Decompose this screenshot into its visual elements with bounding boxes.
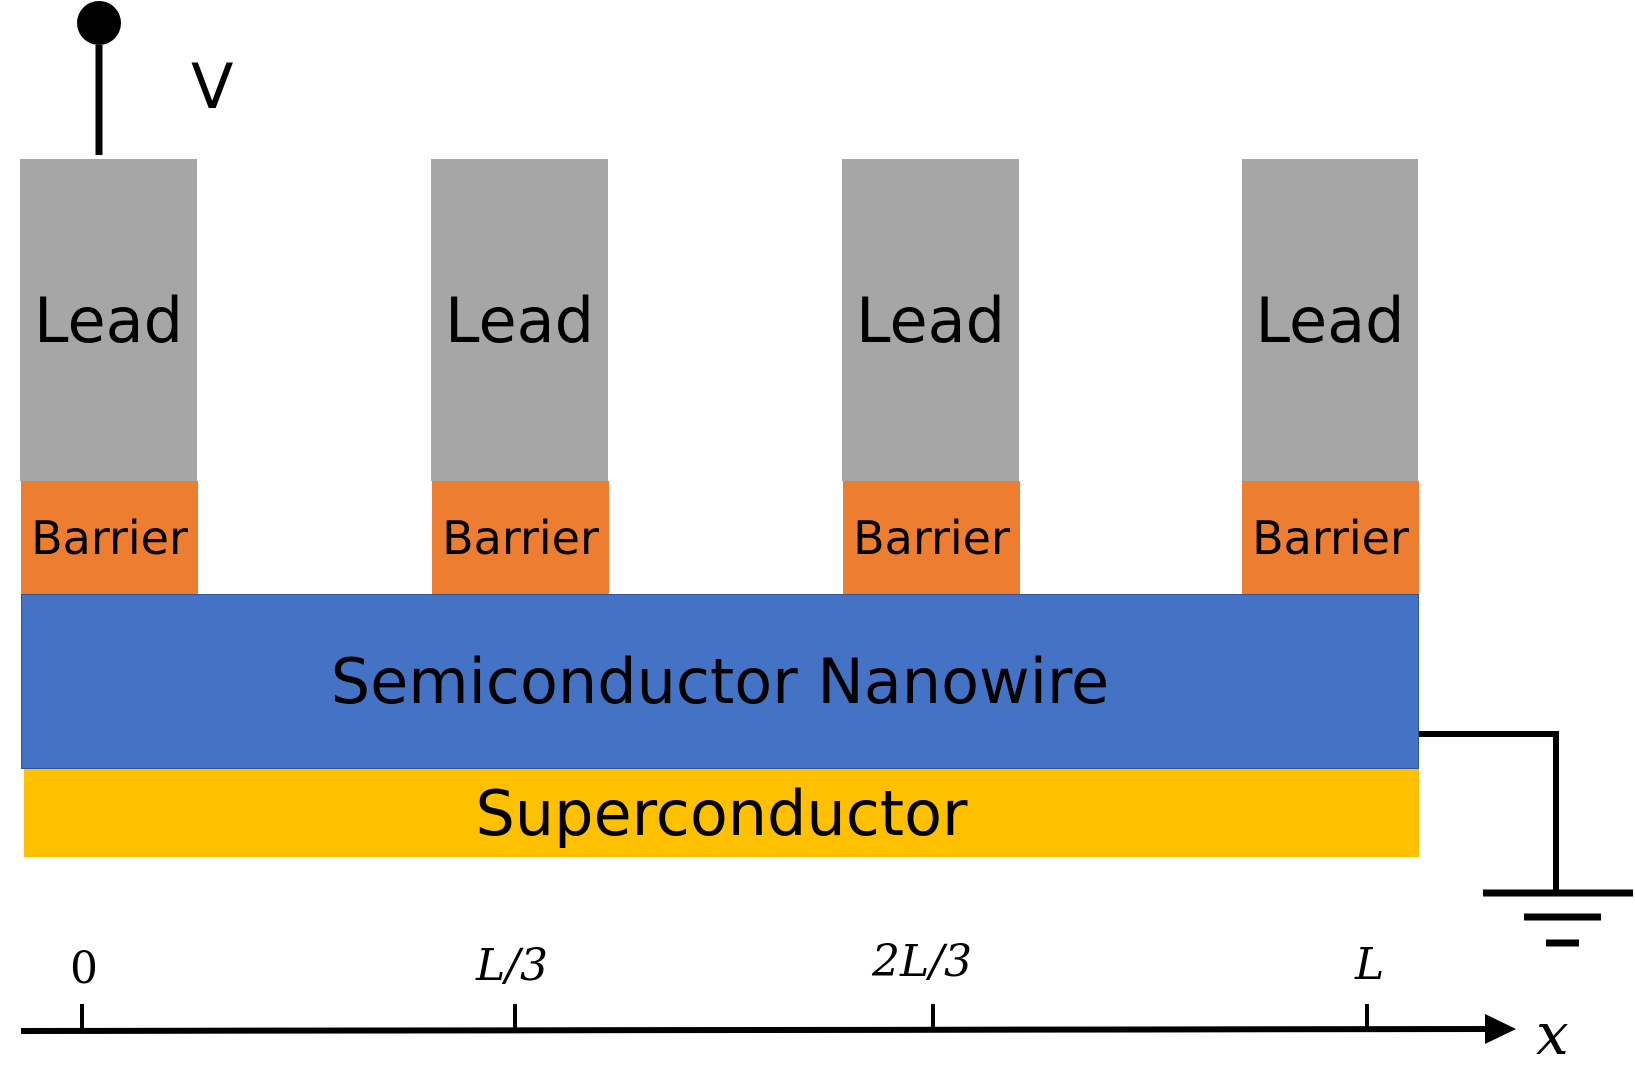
tick-label-l: L bbox=[1355, 939, 1385, 990]
superconductor: Superconductor bbox=[24, 769, 1419, 857]
barrier-1: Barrier bbox=[21, 481, 198, 595]
ground-wire bbox=[1419, 731, 1559, 893]
x-axis bbox=[20, 1004, 1516, 1044]
barrier-4: Barrier bbox=[1242, 481, 1419, 595]
voltage-label: V bbox=[191, 50, 234, 123]
barrier-2: Barrier bbox=[432, 481, 609, 595]
voltage-terminal-dot bbox=[77, 1, 121, 45]
tick-label-0: 0 bbox=[70, 943, 98, 994]
x-axis-arrowhead bbox=[1485, 1014, 1516, 1044]
x-axis-line bbox=[20, 1026, 1491, 1034]
tick-label-l-third: L/3 bbox=[476, 940, 549, 991]
lead-4: Lead bbox=[1242, 159, 1418, 481]
ground-symbol bbox=[1483, 889, 1633, 947]
tick-label-two-l-third: 2L/3 bbox=[872, 936, 973, 987]
barrier-3: Barrier bbox=[843, 481, 1020, 595]
lead-3: Lead bbox=[842, 159, 1019, 481]
x-axis-variable: x bbox=[1536, 1000, 1569, 1068]
lead-2: Lead bbox=[431, 159, 608, 481]
semiconductor-nanowire: Semiconductor Nanowire bbox=[21, 594, 1419, 769]
lead-1: Lead bbox=[20, 159, 197, 481]
